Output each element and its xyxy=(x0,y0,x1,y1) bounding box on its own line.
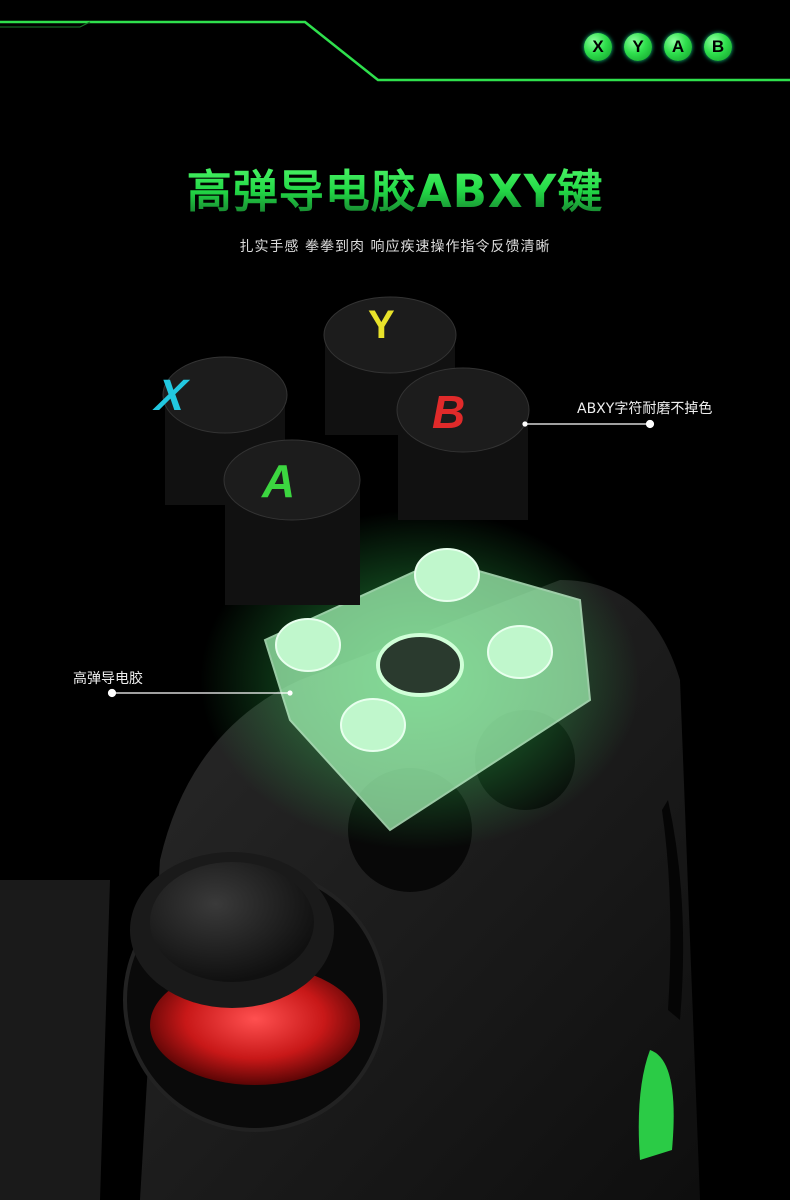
key-b-letter: B xyxy=(432,386,465,438)
page-title: 高弹导电胶ABXY键 xyxy=(0,155,790,220)
joystick xyxy=(123,852,387,1132)
badge-a: A xyxy=(664,33,692,61)
key-a xyxy=(223,439,361,605)
callout-membrane-label: 高弹导电胶 xyxy=(73,671,143,687)
key-a-letter: A xyxy=(261,455,295,507)
header-frame-line xyxy=(0,20,790,82)
controller-illustration: X Y B A xyxy=(0,296,700,1200)
badge-y: Y xyxy=(624,33,652,61)
badge-x: X xyxy=(584,33,612,61)
conductive-membrane xyxy=(200,510,640,850)
badge-b: B xyxy=(704,33,732,61)
page-subtitle: 扎实手感 拳拳到肉 响应疾速操作指令反馈清晰 xyxy=(239,239,551,255)
button-badges: X Y A B xyxy=(584,33,732,61)
callout-lines xyxy=(107,419,655,698)
callout-keys-label: ABXY字符耐磨不掉色 xyxy=(577,401,713,417)
key-y-letter: Y xyxy=(368,303,395,347)
key-b xyxy=(396,367,530,520)
abxy-keys xyxy=(162,296,530,605)
